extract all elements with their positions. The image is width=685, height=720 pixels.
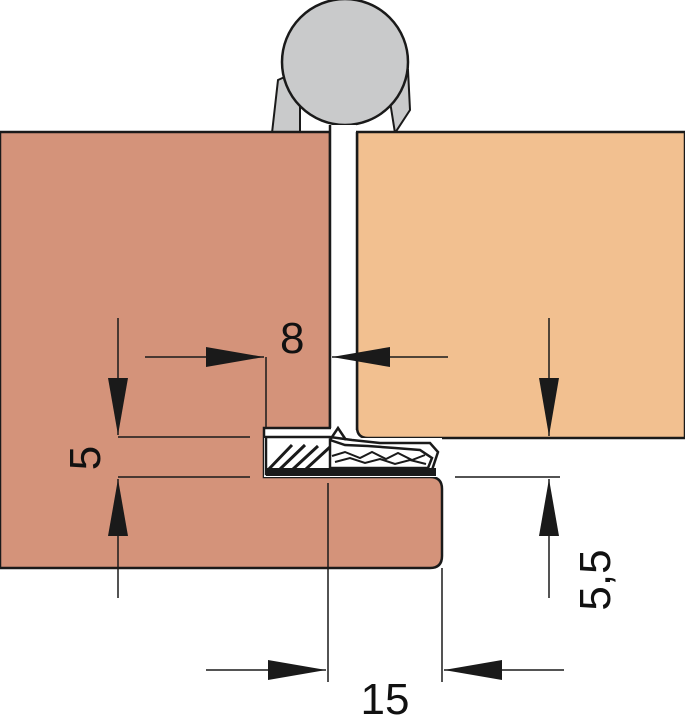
- dimension-label-gap: 8: [280, 314, 304, 363]
- dimension-label-seal-width: 15: [361, 675, 410, 720]
- dimension-label-seal-height: 5: [61, 446, 110, 470]
- dimension-label-bottom-offset: 5,5: [571, 549, 620, 610]
- seal-strip-icon: [264, 425, 442, 477]
- dimension-gap-width: [145, 347, 448, 428]
- dimension-seal-width: [206, 483, 564, 682]
- right-panel: [355, 130, 685, 440]
- dimension-seal-height: [108, 318, 250, 598]
- panel-gap: [331, 125, 356, 437]
- dimension-bottom-offset: [455, 318, 560, 598]
- hinge-knuckle-icon: [270, 0, 412, 136]
